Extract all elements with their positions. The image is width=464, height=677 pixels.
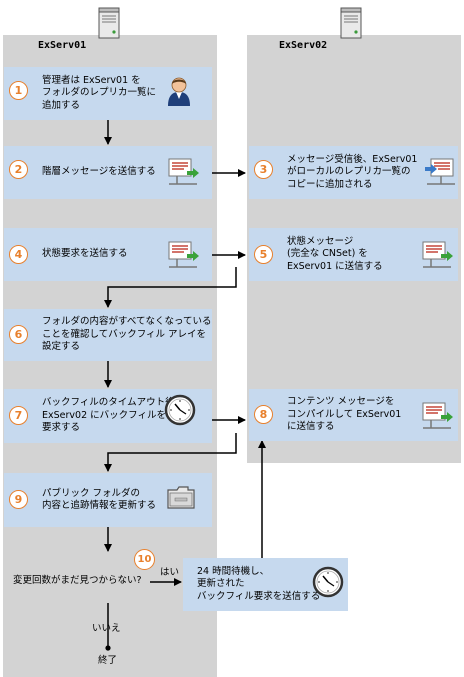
step-text: 状態要求を送信する bbox=[42, 248, 128, 260]
step-text: バックフィルのタイムアウト後、 ExServ02 にバックフィルを 要求する bbox=[42, 397, 185, 434]
step-text: コンテンツ メッセージを コンパイルして ExServ01 に送信する bbox=[287, 396, 402, 433]
server-icon bbox=[98, 7, 120, 39]
decision-no-label: いいえ bbox=[92, 623, 121, 634]
arrow-8-9 bbox=[104, 433, 237, 472]
send-message-icon bbox=[422, 241, 453, 268]
step-text: 状態メッセージ (完全な CNSet) を ExServ01 に送信する bbox=[287, 235, 383, 272]
decision-yes-label: はい bbox=[160, 567, 180, 578]
step-text: フォルダの内容がすべてなくなっている ことを確認してバックフィル アレイを 設定… bbox=[42, 316, 212, 353]
step-number-badge: 6 bbox=[9, 325, 28, 344]
decision-question: 変更回数がまだ見つからない? bbox=[13, 575, 142, 586]
step-text: メッセージ受信後、ExServ01 がローカルのレプリカ一覧の コピーに追加され… bbox=[287, 153, 418, 190]
step-1-box: 1 管理者は ExServ01 を フォルダのレプリカ一覧に 追加する bbox=[4, 67, 212, 120]
step-10-number-badge: 10 bbox=[134, 549, 155, 570]
admin-user-icon bbox=[168, 77, 190, 106]
step-number-badge: 8 bbox=[254, 405, 273, 424]
send-message-icon bbox=[168, 241, 199, 268]
lane-title-exserv02: ExServ02 bbox=[279, 40, 328, 51]
step-text: 管理者は ExServ01 を フォルダのレプリカ一覧に 追加する bbox=[42, 74, 157, 111]
step-3-box: 3 メッセージ受信後、ExServ01 がローカルのレプリカ一覧の コピーに追加… bbox=[249, 146, 458, 199]
send-message-icon bbox=[422, 402, 453, 429]
step-number-badge: 2 bbox=[9, 160, 28, 179]
server-icon bbox=[340, 7, 362, 39]
arrow-5-6 bbox=[104, 267, 237, 308]
step-text: パブリック フォルダの 内容と追跡情報を更新する bbox=[42, 487, 157, 512]
step-number-badge: 9 bbox=[9, 490, 28, 509]
step-number-badge: 4 bbox=[9, 245, 28, 264]
send-message-icon bbox=[168, 158, 199, 185]
wait-box-text: 24 時間待機し、 更新された バックフィル要求を送信する bbox=[197, 565, 321, 602]
end-node bbox=[105, 645, 111, 651]
lane-title-exserv01: ExServ01 bbox=[38, 40, 87, 51]
clock-icon bbox=[164, 394, 196, 426]
clock-icon bbox=[312, 566, 344, 598]
end-label: 終了 bbox=[98, 655, 118, 666]
public-folder-icon bbox=[167, 486, 195, 509]
step-number-badge: 3 bbox=[254, 160, 273, 179]
step-6-box: 6 フォルダの内容がすべてなくなっている ことを確認してバックフィル アレイを … bbox=[4, 309, 212, 361]
receive-message-icon bbox=[425, 158, 455, 185]
step-number-badge: 5 bbox=[254, 245, 273, 264]
step-number-badge: 1 bbox=[9, 81, 28, 100]
step-number-badge: 7 bbox=[9, 406, 28, 425]
step-text: 階層メッセージを送信する bbox=[42, 166, 156, 178]
